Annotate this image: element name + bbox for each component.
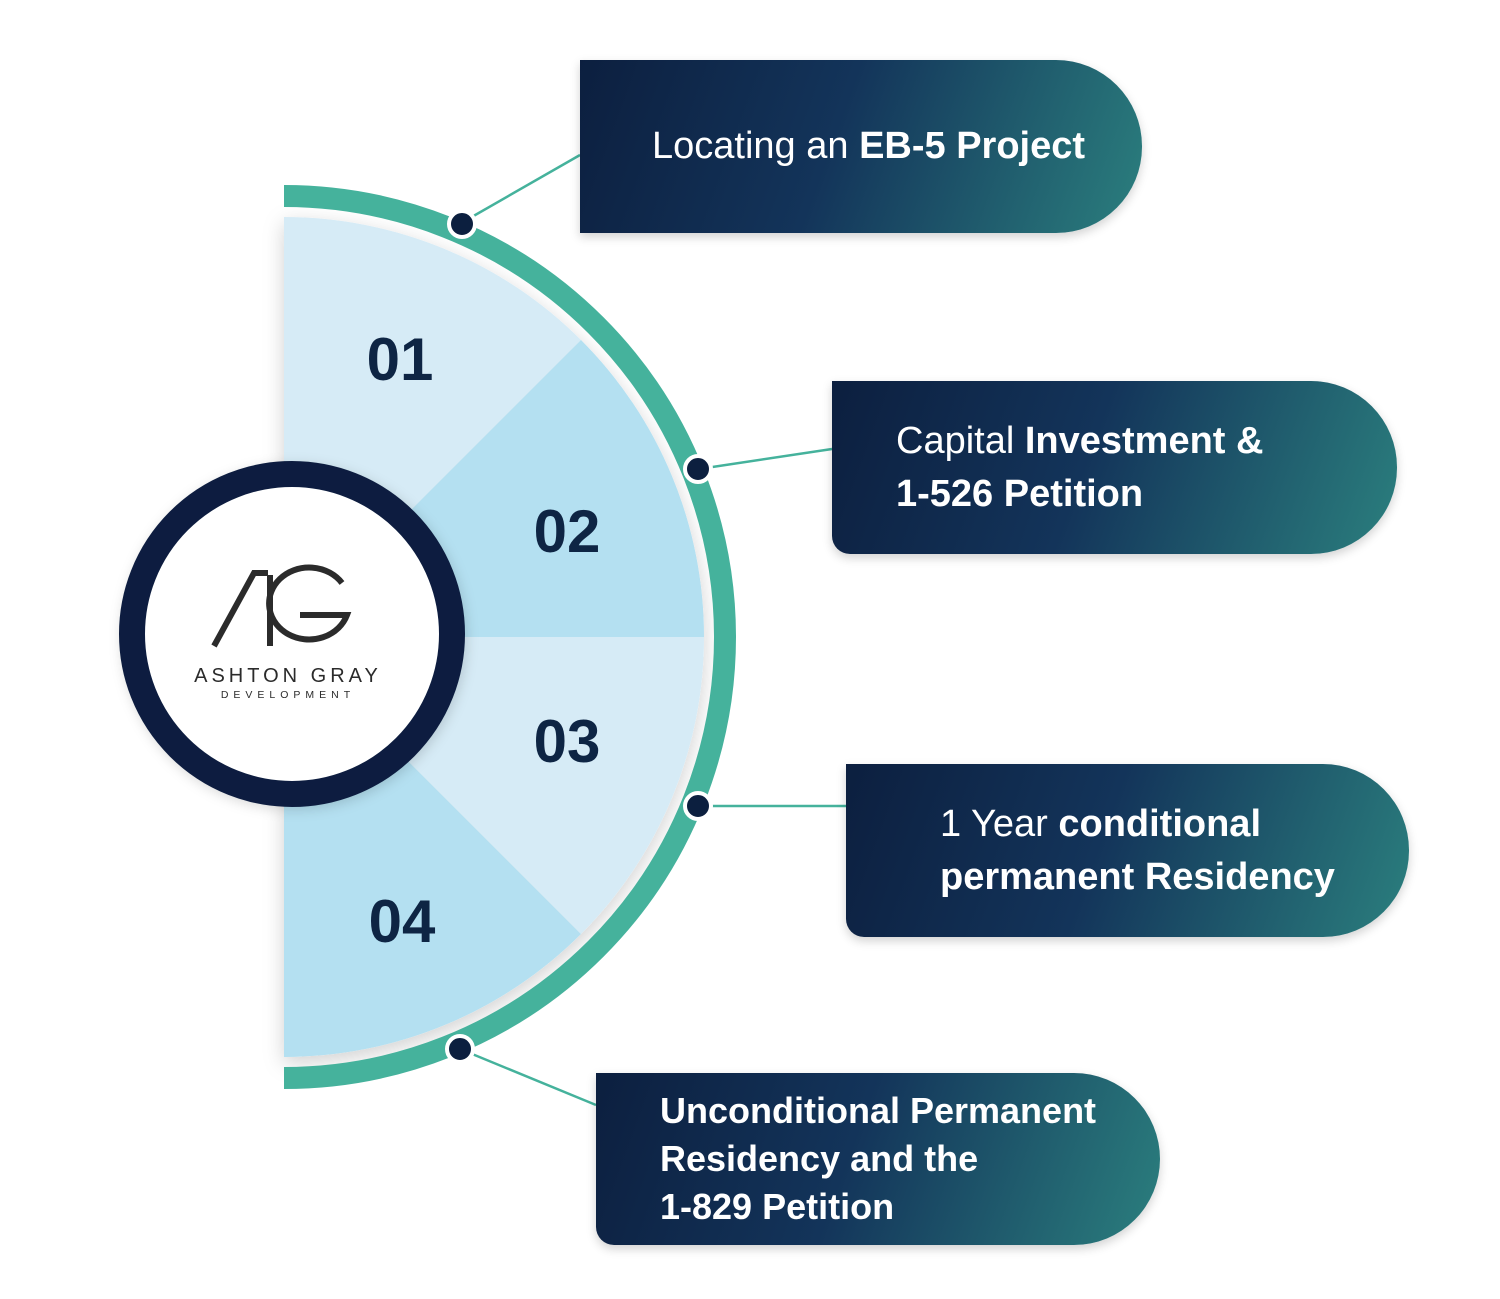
connector-line-1 bbox=[462, 153, 581, 224]
step-2-line-1: Capital Investment & bbox=[896, 415, 1397, 467]
step-box-4: Unconditional Permanent Residency and th… bbox=[596, 1073, 1160, 1245]
step-box-2: Capital Investment & 1-526 Petition bbox=[832, 381, 1397, 554]
step-3-line-1: 1 Year conditional bbox=[940, 798, 1409, 850]
step-number-01: 01 bbox=[367, 326, 434, 393]
step-1-light-text: Locating an bbox=[652, 125, 860, 168]
step-4-line-3: 1-829 Petition bbox=[660, 1185, 895, 1227]
step-4-line-2: Residency and the bbox=[660, 1138, 979, 1180]
step-box-3: 1 Year conditional permanent Residency bbox=[846, 764, 1409, 937]
logo-tagline: DEVELOPMENT bbox=[221, 689, 355, 701]
step-box-1: Locating an EB-5 Project bbox=[580, 60, 1142, 233]
step-2-line-2: 1-526 Petition bbox=[896, 472, 1144, 515]
step-2-bold-text: Investment & bbox=[1024, 420, 1264, 463]
step-1-text: Locating an EB-5 Project bbox=[652, 120, 1142, 172]
step-number-04: 04 bbox=[369, 888, 436, 955]
connector-line-2 bbox=[698, 447, 833, 471]
step-number-03: 03 bbox=[534, 708, 601, 775]
ring-dot-3 bbox=[683, 791, 713, 821]
ring-dot-1 bbox=[447, 209, 477, 239]
ring-dot-2 bbox=[683, 454, 713, 484]
step-number-02: 02 bbox=[534, 498, 601, 565]
ag-monogram-icon bbox=[211, 564, 352, 648]
step-4-line-1: Unconditional Permanent bbox=[660, 1090, 1097, 1132]
step-3-light-text: 1 Year bbox=[940, 803, 1059, 846]
logo-name: ASHTON GRAY bbox=[194, 665, 382, 687]
ring-dot-4 bbox=[445, 1034, 475, 1064]
step-3-bold-text: conditional bbox=[1058, 803, 1261, 846]
connector-line-4 bbox=[459, 1047, 597, 1107]
outer-ring bbox=[283, 185, 736, 1089]
step-3-line-2: permanent Residency bbox=[940, 855, 1335, 898]
step-2-light-text: Capital bbox=[896, 420, 1025, 463]
step-1-bold-text: EB-5 Project bbox=[859, 125, 1086, 168]
